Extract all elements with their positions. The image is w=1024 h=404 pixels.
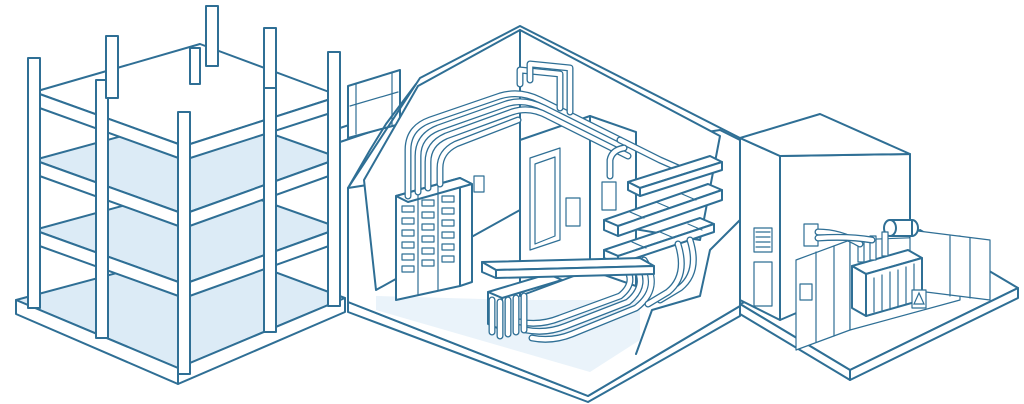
louver-vent: [753, 227, 773, 253]
fence-panel-box: [799, 283, 813, 301]
floor-cable-run: [516, 236, 697, 343]
transformer-icon: [814, 219, 923, 317]
switchgear-cabinets: [395, 177, 473, 301]
substation-roof: [739, 113, 911, 157]
cable-trays: [603, 155, 723, 265]
breaker-slots: [401, 195, 455, 273]
substation-fence: [795, 229, 991, 351]
warning-sign-icon: [911, 289, 927, 309]
wall-control-box: [601, 181, 617, 211]
ceiling-cable-bundle: [404, 60, 696, 200]
wall-bushing: [803, 223, 819, 247]
substation-door: [753, 261, 773, 307]
floor-cable-ends: [488, 292, 528, 340]
building-frame: [15, 5, 401, 385]
building-columns: [27, 5, 341, 375]
wall-junction-box: [473, 175, 485, 193]
wall-panel-box: [565, 197, 581, 227]
substation: [739, 113, 1019, 381]
electrical-room: [347, 25, 741, 403]
